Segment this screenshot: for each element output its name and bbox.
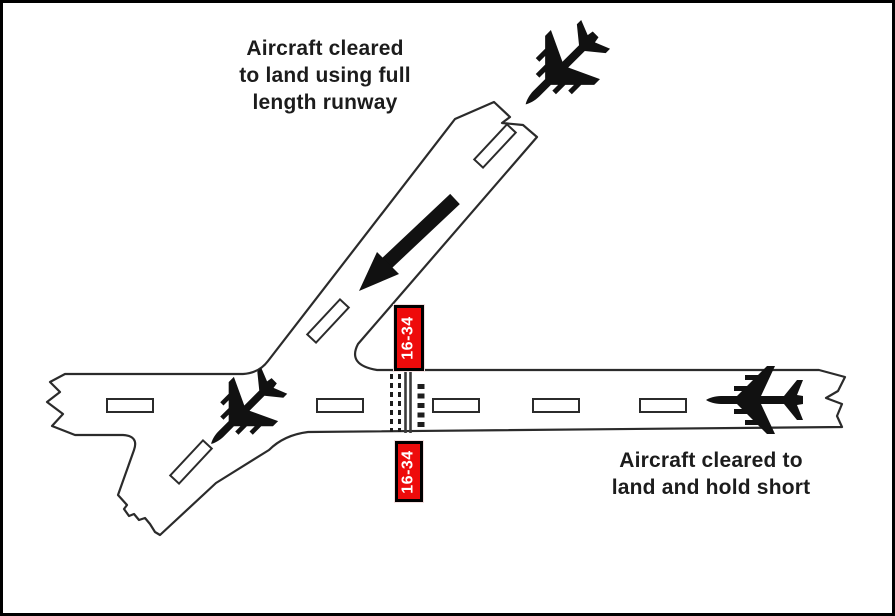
caption-line: land and hold short [611, 476, 811, 499]
arrow-down-left-icon [359, 193, 460, 291]
hold-short-markings [390, 372, 425, 433]
runway-centerline-dash [639, 398, 687, 413]
runway-centerline-dash [316, 398, 364, 413]
caption-line: Aircraft cleared to [619, 449, 803, 472]
hold-short-sign-label: 16-34 [400, 449, 418, 494]
hold-short-sign-label: 16-34 [400, 316, 418, 360]
diagonal-runway-centerline [168, 122, 518, 486]
runway-centerline-dash [532, 398, 580, 413]
caption-line: Aircraft cleared [246, 37, 404, 60]
hold-short-sign-south: 16-34 [395, 441, 423, 502]
runway-centerline-dash [432, 398, 480, 413]
runway-centerline-dash [472, 122, 518, 170]
horizontal-runway-centerline [106, 398, 687, 413]
caption-line: to land using full [239, 64, 411, 87]
runway-centerline-dash [305, 297, 351, 345]
runway-centerline-dash [106, 398, 154, 413]
hold-short-sign-north: 16-34 [394, 305, 424, 371]
runway-centerline-dash [168, 438, 214, 486]
caption-land-and-hold-short: Aircraft cleared to land and hold short [578, 447, 844, 501]
airplane-icon [501, 9, 621, 129]
runway-outline [45, 100, 847, 537]
hold-position-dots [417, 384, 425, 427]
caption-full-length-runway: Aircraft cleared to land using full leng… [185, 35, 465, 116]
runway-diagram-graphic [45, 9, 847, 537]
caption-line: length runway [252, 91, 398, 114]
